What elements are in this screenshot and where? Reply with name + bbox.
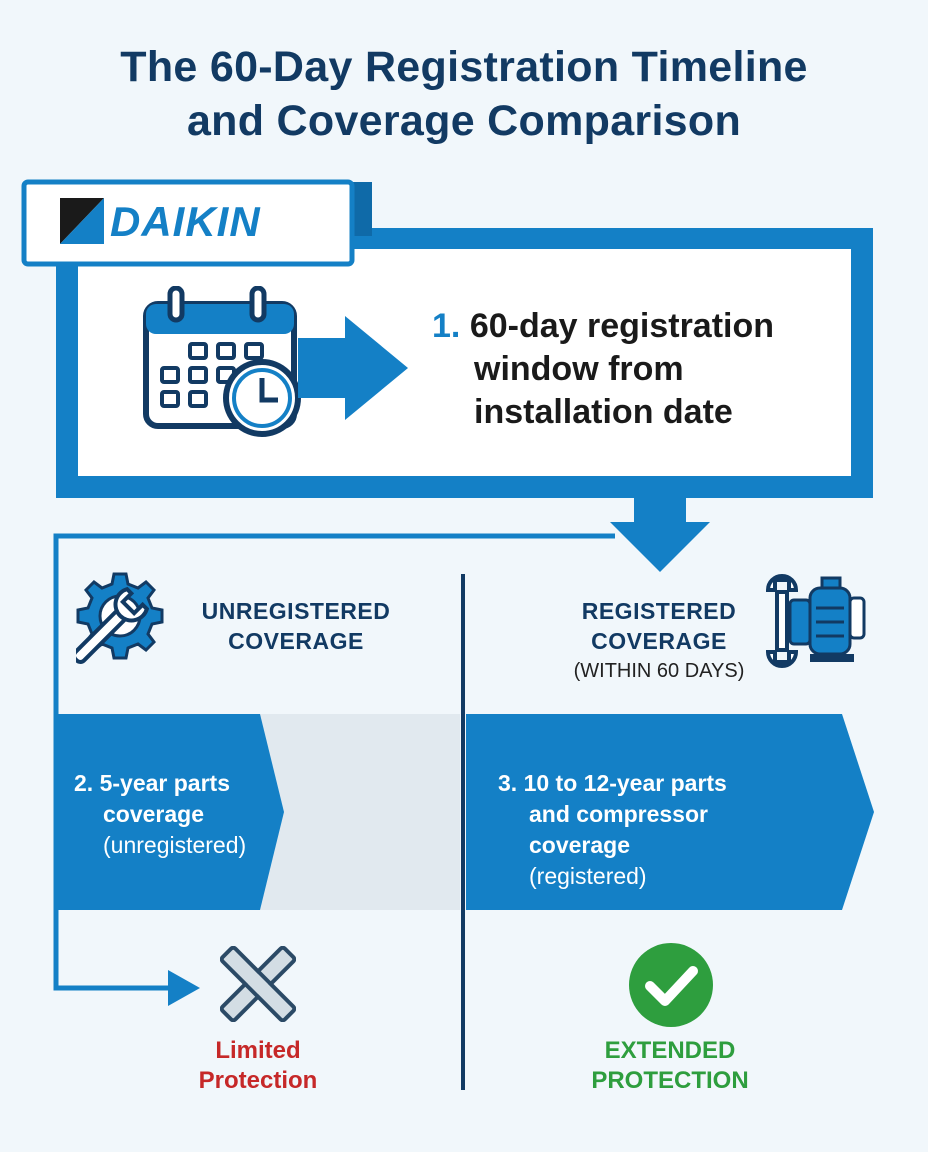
calendar-clock-icon <box>143 286 408 437</box>
title-line-1: The 60-Day Registration Timeline <box>120 43 808 91</box>
unregistered-heading-line-1: UNREGISTERED <box>201 598 391 624</box>
registered-result-line-2: PROTECTION <box>591 1067 749 1094</box>
registered-band-line-2: and compressor <box>498 799 818 830</box>
unregistered-band-line-1-text: 5-year parts <box>99 770 230 796</box>
page-title: The 60-Day Registration Timeline and Cov… <box>0 40 928 148</box>
step1-text: 1. 60-day registration window from insta… <box>432 305 774 434</box>
step1-line-1: 1. 60-day registration <box>432 305 774 348</box>
unregistered-band-line-1: 2. 5-year parts <box>74 768 284 799</box>
title-line-2: and Coverage Comparison <box>186 97 742 145</box>
registered-heading-line-1: REGISTERED <box>581 598 737 624</box>
registered-heading-sub: (WITHIN 60 DAYS) <box>573 660 745 682</box>
brand-logo-text: DAIKIN <box>110 198 261 245</box>
registered-heading: REGISTERED COVERAGE (WITHIN 60 DAYS) <box>540 596 778 686</box>
unregistered-band-arrow <box>58 714 284 910</box>
unregistered-result-line-2: Protection <box>198 1067 318 1094</box>
registered-band-arrow <box>466 714 874 910</box>
registered-step-number: 3. <box>498 770 518 796</box>
left-connector-arrowhead <box>168 970 200 1006</box>
unregistered-result-line-1: Limited <box>215 1037 301 1064</box>
registered-band-line-3-bold: coverage <box>529 832 631 858</box>
daikin-logo-mark-icon <box>60 198 104 244</box>
registered-heading-line-2: COVERAGE <box>591 628 727 654</box>
checkmark-icon <box>629 943 713 1027</box>
left-connector-line <box>53 533 615 991</box>
registered-band-line-1-text: 10 to 12-year parts <box>523 770 727 796</box>
registered-band-text: 3. 10 to 12-year parts and compressor co… <box>498 768 818 892</box>
registered-band-line-1: 3. 10 to 12-year parts <box>498 768 818 799</box>
unregistered-result: Limited Protection <box>160 1036 356 1096</box>
step1-line-3: installation date <box>474 393 733 431</box>
brand-tab <box>21 179 355 267</box>
x-mark-icon <box>220 946 296 1022</box>
step1-number: 1. <box>432 307 461 345</box>
registered-result: EXTENDED PROTECTION <box>560 1036 780 1096</box>
wrench-compressor-icon <box>765 574 866 668</box>
unregistered-heading: UNREGISTERED COVERAGE <box>186 596 406 656</box>
unregistered-band-line-2-text: coverage <box>103 801 205 827</box>
unregistered-band-text: 2. 5-year parts coverage (unregistered) <box>74 768 284 861</box>
unregistered-step-number: 2. <box>74 770 94 796</box>
down-arrow <box>610 498 710 572</box>
step1-line-1-text: 60-day registration <box>469 307 775 345</box>
registered-band-line-3-thin: (registered) <box>529 863 647 889</box>
registered-band-line-2-text: and compressor <box>529 801 708 827</box>
gear-wrench-icon <box>76 572 164 665</box>
registered-result-line-1: EXTENDED <box>604 1037 736 1064</box>
step1-line-2: window from <box>474 350 684 388</box>
unregistered-band-line-2: coverage <box>74 799 284 830</box>
unregistered-heading-line-2: COVERAGE <box>228 628 364 654</box>
registered-band-line-3: coverage (registered) <box>498 830 818 892</box>
unregistered-band-line-3: (unregistered) <box>103 832 247 858</box>
